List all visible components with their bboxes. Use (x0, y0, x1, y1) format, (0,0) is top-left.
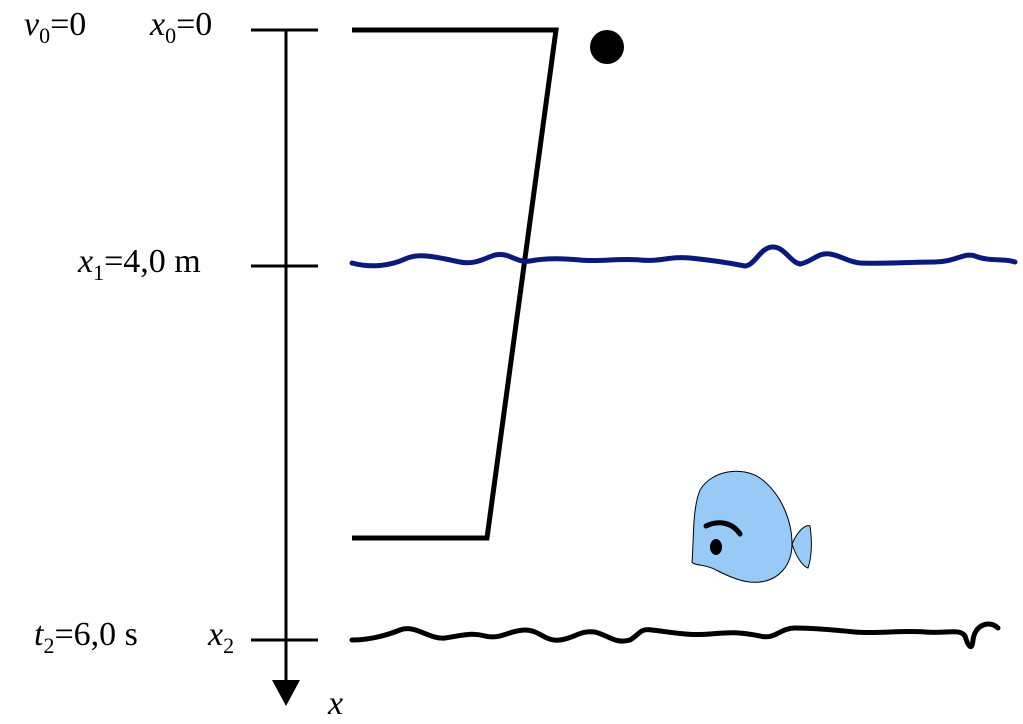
water-surface-line (349, 244, 1018, 269)
ground-floor-line (349, 621, 1001, 650)
label-x0: x0=0 (149, 6, 212, 48)
label-x1: x1=4,0 m (77, 243, 201, 285)
axis-label-x: x (327, 685, 343, 722)
label-t2: t2=6,0 s (34, 616, 138, 658)
fish-icon (691, 470, 812, 583)
fish-tail (791, 525, 812, 569)
label-v0: v0=0 (24, 6, 86, 48)
fish-eye (710, 539, 722, 555)
jump-profile-line (352, 27, 559, 541)
fish-eyebrow (703, 520, 743, 537)
ball-icon (590, 30, 624, 64)
x-axis-arrowhead (272, 680, 300, 706)
label-x2: x2 (207, 616, 234, 658)
